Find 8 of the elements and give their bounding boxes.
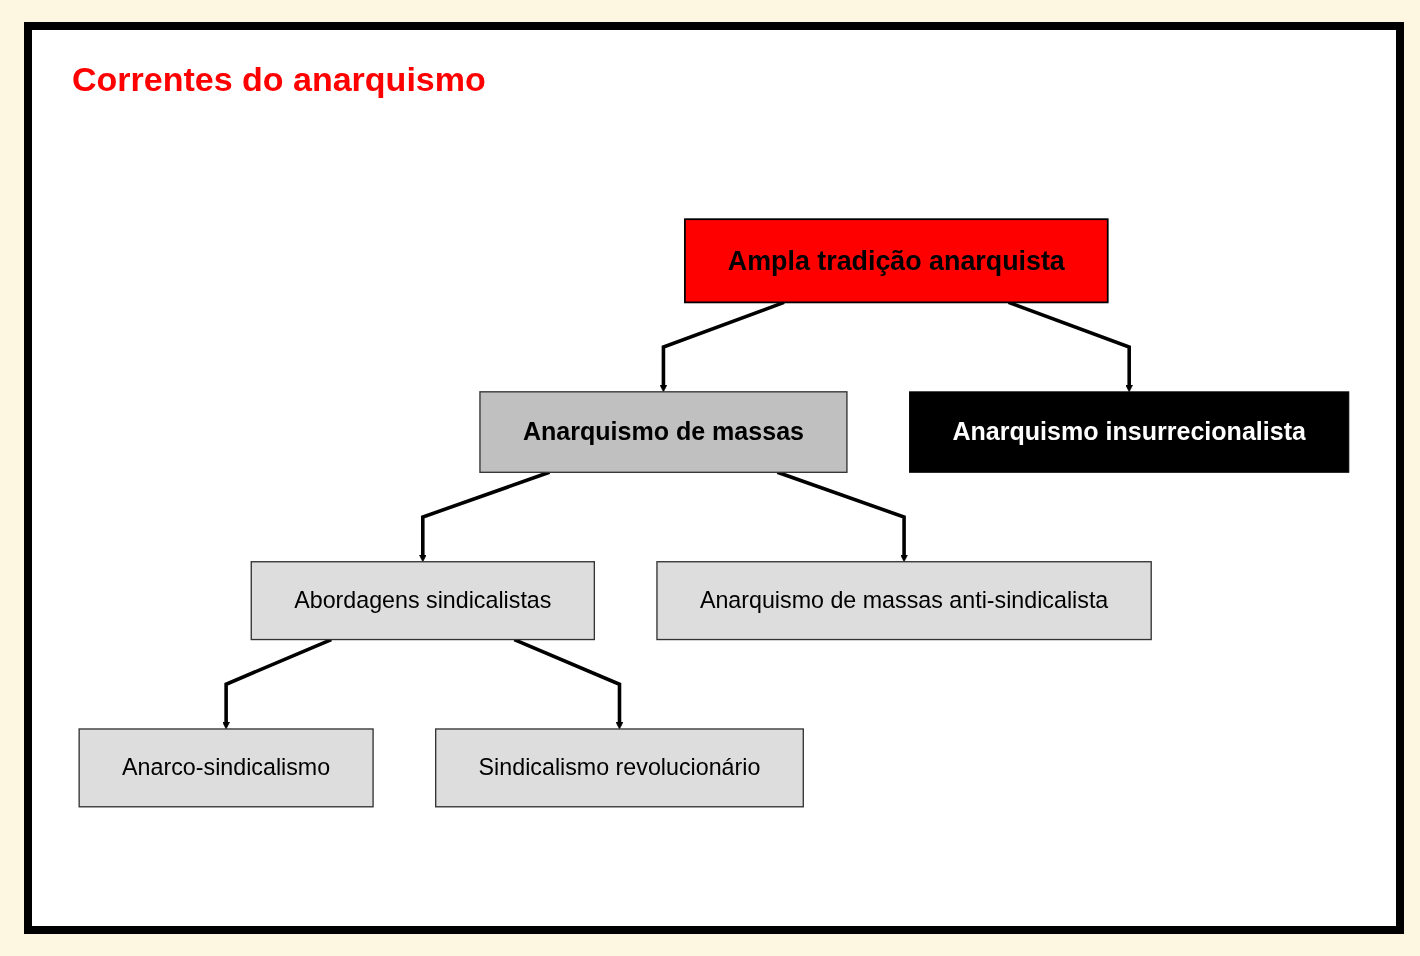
node-box: Ampla tradição anarquista: [684, 218, 1109, 304]
node-box: Abordagens sindicalistas: [250, 561, 595, 641]
diagram-title: Correntes do anarquismo: [72, 60, 486, 99]
node-box: Anarquismo insurrecionalista: [909, 391, 1350, 473]
node-box: Anarquismo de massas: [479, 391, 848, 473]
node-box: Anarco-sindicalismo: [78, 728, 374, 808]
node-box: Sindicalismo revolucionário: [435, 728, 804, 808]
node-box: Anarquismo de massas anti-sindicalista: [656, 561, 1152, 641]
